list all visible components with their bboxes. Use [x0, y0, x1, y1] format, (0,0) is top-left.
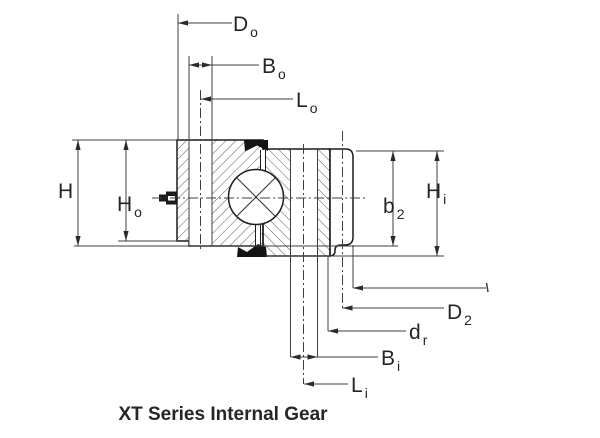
bottom-seal: [237, 244, 267, 257]
top-seal: [244, 140, 268, 152]
inner-ring-gear-lip: [328, 148, 354, 257]
bottom-gap: [255, 224, 261, 248]
top-gap: [260, 150, 266, 172]
ball-cross-line: [236, 177, 276, 217]
diagram-caption: XT Series Internal Gear: [118, 404, 328, 425]
label-H: H: [58, 180, 73, 203]
truncated-dim-tick: [485, 282, 489, 293]
extension-lines: [72, 14, 444, 384]
dimension-arrowheads: [75, 20, 440, 387]
